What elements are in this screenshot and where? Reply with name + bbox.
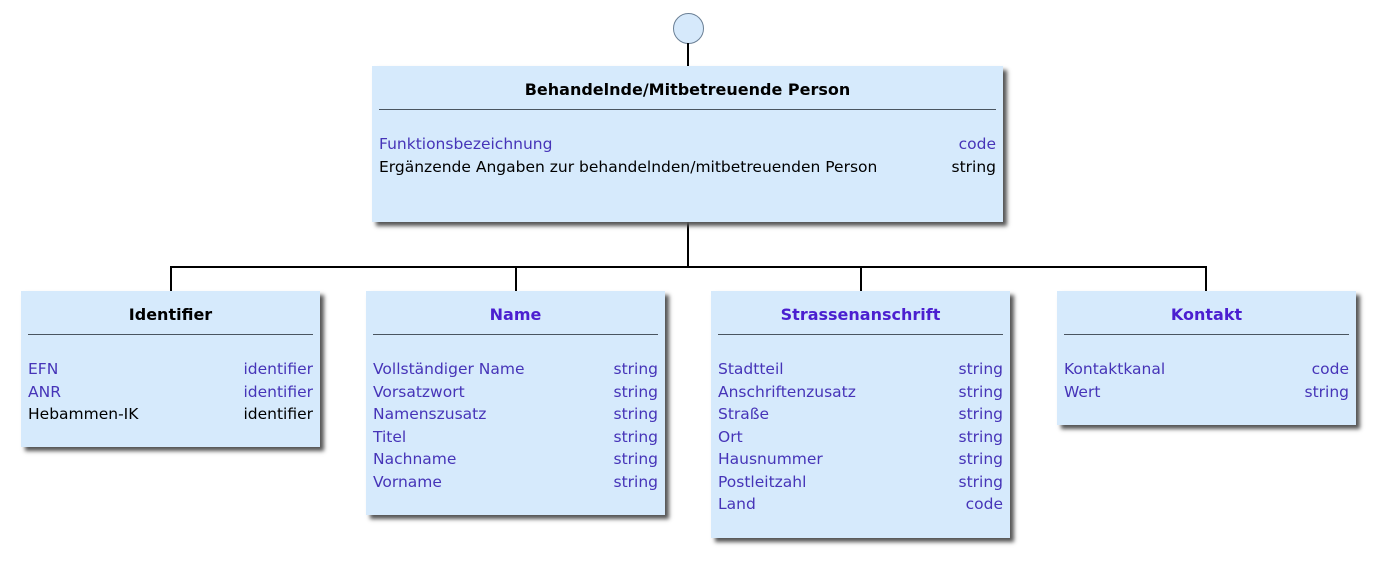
class-title: Identifier [28, 291, 313, 335]
attribute-row[interactable]: Vorsatzwort string [373, 381, 658, 404]
attribute-name: Hebammen-IK [28, 405, 139, 423]
attribute-row[interactable]: Ort string [718, 426, 1003, 449]
attribute-type: string [613, 450, 659, 468]
attribute-type: string [958, 405, 1004, 423]
attribute-row: Hebammen-IK identifier [28, 403, 313, 426]
connector-line [515, 267, 517, 291]
attribute-name: ANR [28, 382, 61, 401]
attribute-type: string [1304, 382, 1350, 401]
attribute-row[interactable]: Stadtteil string [718, 358, 1003, 381]
attribute-name: Vollständiger Name [373, 360, 525, 378]
attribute-row[interactable]: Kontaktkanal code [1064, 358, 1349, 381]
attribute-row[interactable]: Namenszusatz string [373, 403, 658, 426]
attribute-row[interactable]: Land code [718, 493, 1003, 516]
connector-line [860, 267, 862, 291]
attribute-type: identifier [243, 405, 313, 423]
attribute-type: string [613, 427, 659, 446]
attribute-type: string [613, 382, 659, 401]
attribute-type: string [958, 427, 1004, 446]
attribute-row[interactable]: Postleitzahl string [718, 471, 1003, 494]
attribute-row[interactable]: Straße string [718, 403, 1003, 426]
attribute-name: Vorsatzwort [373, 382, 465, 401]
class-title[interactable]: Kontakt [1064, 291, 1349, 335]
attribute-type: string [958, 382, 1004, 401]
attribute-row[interactable]: ANR identifier [28, 381, 313, 404]
attribute-type: string [958, 472, 1004, 491]
attribute-row[interactable]: Titel string [373, 426, 658, 449]
attribute-row[interactable]: Funktionsbezeichnung code [379, 133, 996, 156]
attribute-name: Wert [1064, 382, 1101, 401]
connector-line [1205, 267, 1207, 291]
connector-line [687, 222, 689, 267]
connector-line [170, 266, 1207, 268]
attribute-type: code [1311, 360, 1349, 378]
attribute-row[interactable]: Wert string [1064, 381, 1349, 404]
connector-line [687, 43, 689, 67]
attribute-row[interactable]: Nachname string [373, 448, 658, 471]
root-node-circle [673, 13, 704, 44]
attribute-name: Straße [718, 405, 770, 423]
attribute-name: Nachname [373, 450, 457, 468]
attribute-name: Stadtteil [718, 360, 784, 378]
attribute-name: Postleitzahl [718, 472, 807, 491]
class-box-root[interactable]: Behandelnde/Mitbetreuende Person Funktio… [372, 66, 1003, 222]
attribute-type: string [613, 405, 659, 423]
attribute-row[interactable]: Anschriftenzusatz string [718, 381, 1003, 404]
attribute-type: string [958, 450, 1004, 468]
attribute-name: Titel [373, 427, 407, 446]
attribute-name: EFN [28, 360, 59, 378]
attribute-name: Vorname [373, 472, 442, 491]
attribute-name: Ort [718, 427, 743, 446]
attribute-type: string [958, 360, 1004, 378]
attribute-row[interactable]: EFN identifier [28, 358, 313, 381]
attribute-type: string [613, 360, 659, 378]
attribute-name: Land [718, 495, 756, 513]
class-title: Behandelnde/Mitbetreuende Person [379, 66, 996, 110]
attribute-row[interactable]: Hausnummer string [718, 448, 1003, 471]
attribute-row[interactable]: Vollständiger Name string [373, 358, 658, 381]
attribute-name: Anschriftenzusatz [718, 382, 856, 401]
attribute-row: Ergänzende Angaben zur behandelnden/mitb… [379, 156, 996, 179]
attribute-name: Namenszusatz [373, 405, 487, 423]
connector-line [170, 267, 172, 291]
attribute-type: identifier [243, 382, 313, 401]
attribute-name: Ergänzende Angaben zur behandelnden/mitb… [379, 157, 878, 176]
class-title[interactable]: Name [373, 291, 658, 335]
attribute-type: string [951, 157, 997, 176]
attribute-type: string [613, 472, 659, 491]
class-title[interactable]: Strassenanschrift [718, 291, 1003, 335]
attribute-type: code [965, 495, 1003, 513]
attribute-name: Hausnummer [718, 450, 823, 468]
attribute-name: Kontaktkanal [1064, 360, 1166, 378]
attribute-type: identifier [243, 360, 313, 378]
attribute-row[interactable]: Vorname string [373, 471, 658, 494]
attribute-name: Funktionsbezeichnung [379, 135, 553, 153]
attribute-type: code [958, 135, 996, 153]
